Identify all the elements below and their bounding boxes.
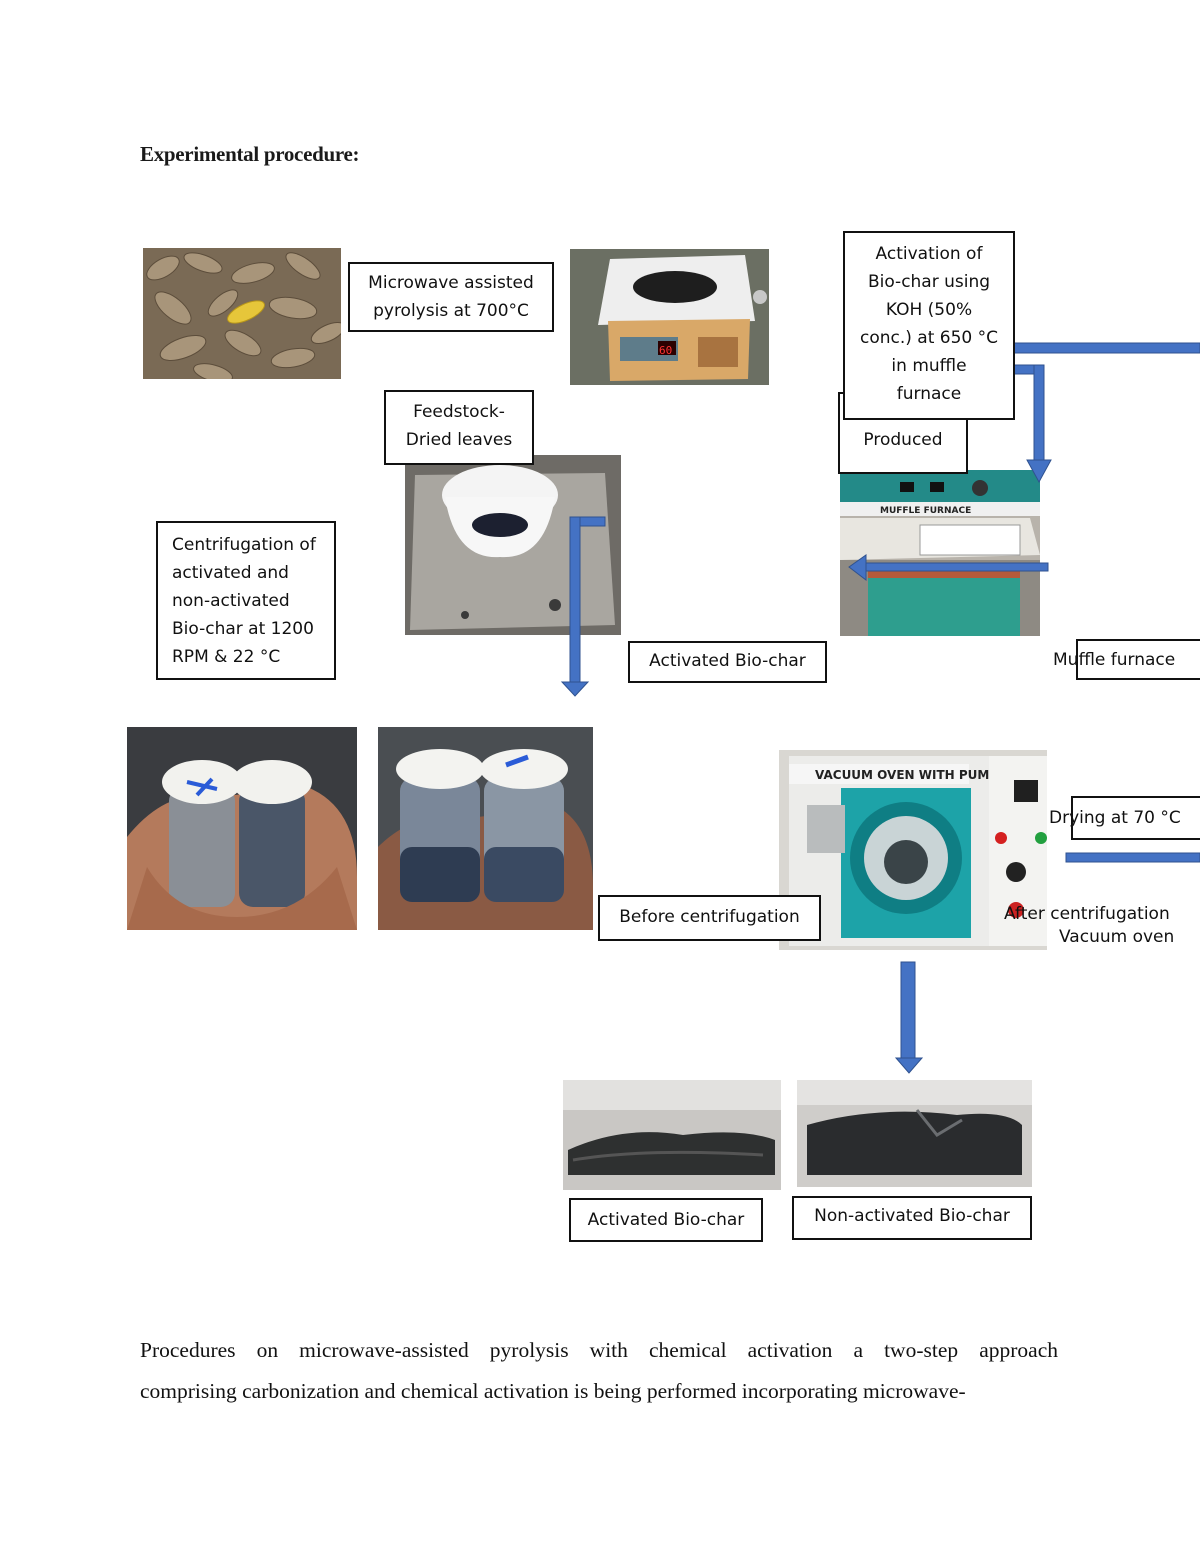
label-activation: Activation of Bio-char using KOH (50% co… <box>843 231 1015 420</box>
non-activated-biochar-bag-photo <box>797 1080 1032 1187</box>
label-before-centrifugation: Before centrifugation <box>598 895 821 941</box>
body-paragraph-line-1: Procedures on microwave-assisted pyrolys… <box>140 1338 1058 1362</box>
vacuum-oven-photo: VACUUM OVEN WITH PUMP <box>779 750 1047 950</box>
label-microwave-pyrolysis: Microwave assisted pyrolysis at 700°C <box>348 262 554 332</box>
arrow-oven-head <box>894 1057 924 1074</box>
label-non-activated-biochar: Non-activated Bio-char <box>792 1196 1032 1240</box>
arrow-oven-vertical <box>900 961 916 1061</box>
arrow-activation-horizontal <box>1011 364 1045 375</box>
section-heading: Experimental procedure: <box>140 142 360 166</box>
arrow-drying-shaft <box>1065 852 1200 863</box>
label-centrifugation: Centrifugation of activated and non-acti… <box>156 521 336 680</box>
biochar-bowl-photo <box>405 455 621 635</box>
oven-sign: VACUUM OVEN WITH PUMP <box>815 768 998 782</box>
muffle-sign: MUFFLE FURNACE <box>880 506 971 516</box>
label-vacuum-oven: Vacuum oven <box>1059 927 1175 947</box>
centrifuge-tubes-photo-2 <box>378 727 593 930</box>
drying-frame <box>1071 796 1200 840</box>
label-activated-biochar-mid: Activated Bio-char <box>628 641 827 683</box>
label-after-centrifugation: After centrifugation <box>1004 904 1170 924</box>
muffle-furnace-frame <box>1076 639 1200 680</box>
arrow-activation-vertical <box>1033 364 1045 462</box>
centrifuge-tubes-photo-1 <box>127 727 357 930</box>
label-feedstock: Feedstock- Dried leaves <box>384 390 534 465</box>
arrow-bowl-head <box>560 681 590 697</box>
scale-readout: 60 <box>659 344 672 357</box>
dried-leaves-photo <box>143 248 341 379</box>
body-paragraph-line-2: comprising carbonization and chemical ac… <box>140 1379 966 1403</box>
arrow-right-top-shaft <box>1011 342 1200 354</box>
muffle-furnace-photo: MUFFLE FURNACE <box>840 470 1040 636</box>
activated-biochar-bag-photo <box>563 1080 781 1190</box>
weighing-scale-photo: 60 <box>570 249 769 385</box>
label-muffle-furnace: Muffle furnace <box>1053 650 1176 670</box>
label-activated-biochar-bottom: Activated Bio-char <box>569 1198 763 1242</box>
label-drying: Drying at 70 °C <box>1049 808 1181 828</box>
